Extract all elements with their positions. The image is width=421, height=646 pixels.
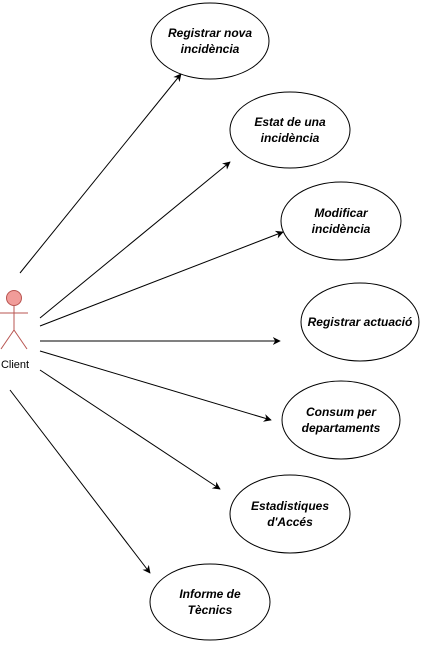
use-case-label-line: Tècnics	[188, 603, 233, 617]
use-case-estat-incidencia[interactable]: Estat de una incidència	[229, 91, 351, 169]
use-case-label-line: Modificar	[314, 206, 369, 220]
use-case-label-line: Estadistiques	[251, 499, 329, 513]
use-case-label-line: Consum per	[306, 405, 377, 419]
use-case-label-line: d'Accés	[267, 515, 313, 529]
associations	[9, 73, 284, 574]
association-arrow-estadistiques-acces	[39, 369, 221, 490]
use-case-label-line: incidència	[261, 131, 320, 145]
use-case-label-line: Informe de	[179, 587, 241, 601]
use-case-ellipse	[300, 282, 420, 362]
use-case-modificar-incidencia[interactable]: Modificar incidència	[280, 181, 402, 261]
use-case-ellipse	[281, 380, 401, 460]
use-case-ellipse	[280, 181, 402, 261]
use-case-registrar-actuacio[interactable]: Registrar actuació	[300, 282, 420, 362]
association-arrow-modificar-incidencia	[39, 230, 284, 327]
use-case-label-line: Registrar nova	[168, 26, 252, 40]
use-case-label-line: Estat de una	[254, 115, 326, 129]
use-case-ellipse	[150, 2, 270, 80]
association-arrow-consum-departaments	[39, 350, 272, 422]
use-case-ellipse	[149, 563, 271, 641]
use-case-informe-tecnics[interactable]: Informe de Tècnics	[149, 563, 271, 641]
use-case-consum-departaments[interactable]: Consum per departaments	[281, 380, 401, 460]
association-arrow-informe-tecnics	[9, 389, 151, 574]
actor-client[interactable]: Client	[0, 290, 29, 372]
use-case-label-line: incidència	[181, 42, 240, 56]
actor-label: Client	[1, 359, 29, 371]
association-arrow-estat-incidencia	[39, 161, 231, 319]
use-case-label-line: incidència	[312, 222, 371, 236]
use-case-label-line: Registrar actuació	[308, 315, 413, 329]
actor-head	[6, 290, 22, 306]
use-case-ellipse	[229, 91, 351, 169]
use-case-estadistiques-acces[interactable]: Estadistiques d'Accés	[229, 474, 351, 554]
actor-left-leg	[0, 329, 15, 350]
use-case-label-line: departaments	[302, 421, 381, 435]
actor-right-leg	[13, 329, 28, 350]
use-case-ellipse	[229, 474, 351, 554]
use-case-registrar-nova-incidencia[interactable]: Registrar nova incidència	[150, 2, 270, 80]
association-arrow-registrar-nova-incidencia	[19, 73, 182, 274]
